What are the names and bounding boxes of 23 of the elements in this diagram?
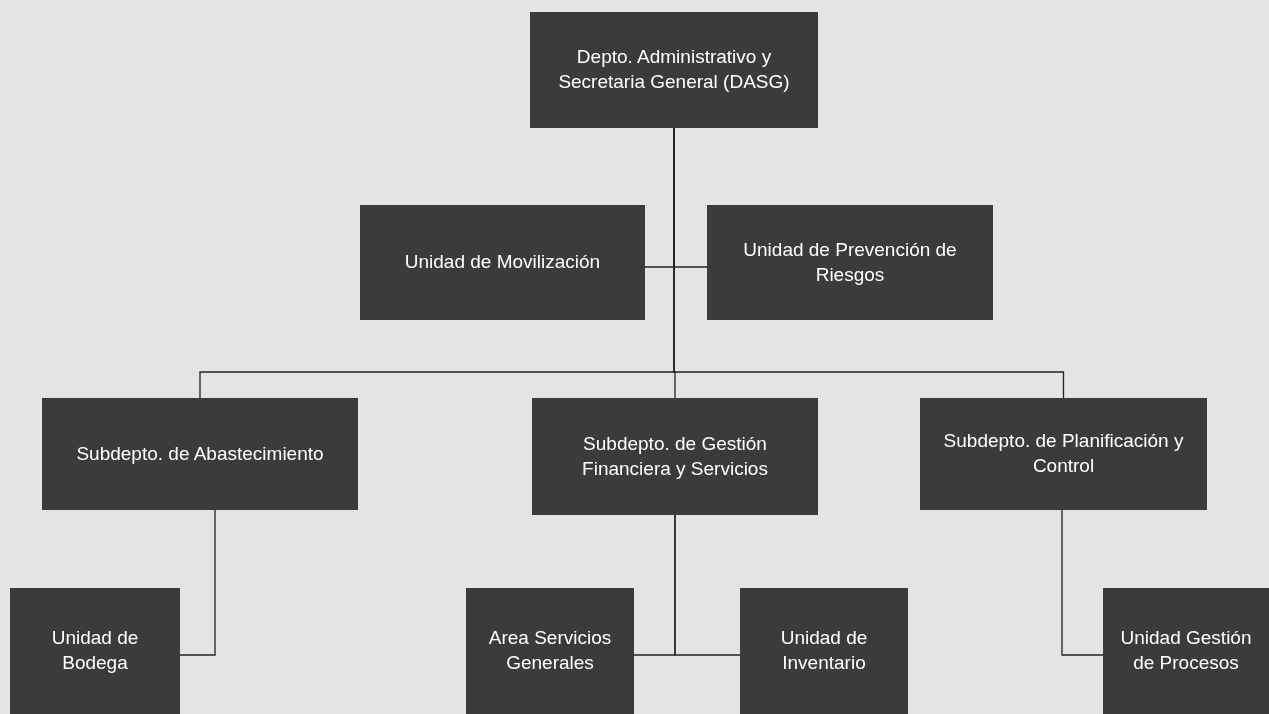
org-unit-box <box>532 398 818 515</box>
unit-name: Unidad Gestión de Procesos <box>1119 626 1253 675</box>
unit-name: Unidad de Movilización <box>404 250 601 275</box>
unit-name: Subdepto. de Gestión Financiera y Servicios <box>581 431 769 481</box>
org-unit-box <box>466 588 634 714</box>
unit-name: Depto. Administrativo y Secretaria General (DASG) <box>557 45 791 94</box>
unit-name: Subdepto. de Abastecimiento <box>76 441 324 466</box>
org-unit-box <box>707 205 993 320</box>
unit-name: Area Servicios Generales <box>487 626 613 675</box>
org-unit-box <box>740 588 908 714</box>
unit-name: Unidad de Inventario <box>779 626 869 675</box>
unit-name: Unidad de Prevención de Riesgos <box>742 237 958 287</box>
org-unit-box <box>530 12 818 128</box>
org-unit-box <box>42 398 358 510</box>
unit-name: Unidad de Bodega <box>50 626 140 675</box>
connector-line <box>179 509 216 656</box>
org-unit-box <box>1103 588 1269 714</box>
org-unit-box <box>920 398 1207 510</box>
connector-line <box>1061 509 1104 656</box>
org-unit-box <box>360 205 645 320</box>
connector-line <box>674 514 741 656</box>
unit-name: Subdepto. de Planificación y Control <box>942 429 1185 478</box>
org-unit-box <box>10 588 180 714</box>
